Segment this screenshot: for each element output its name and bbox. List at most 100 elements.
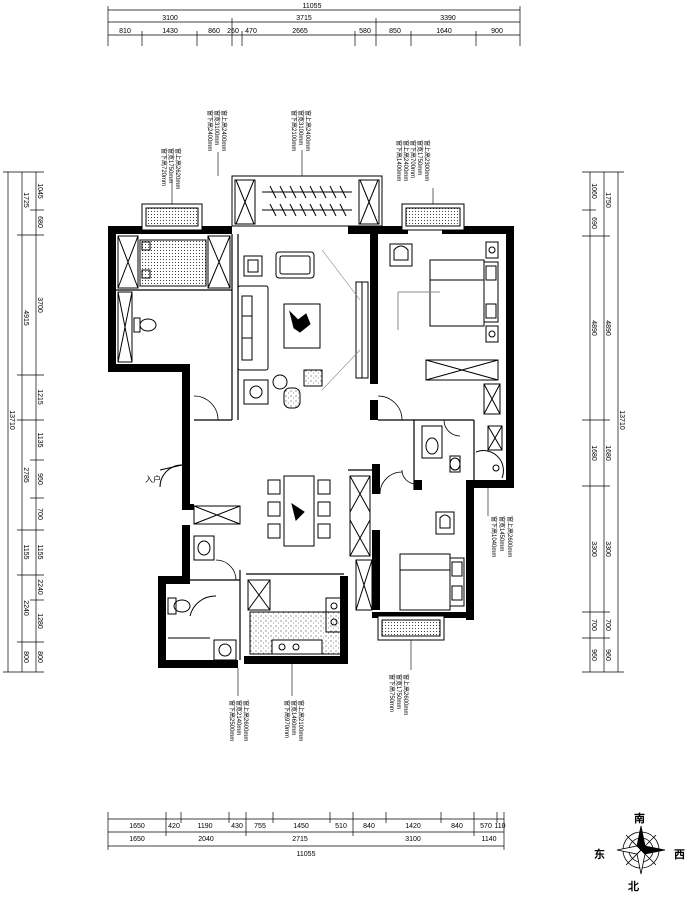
bottom-dim-10: 840 <box>451 823 463 830</box>
bottom-dim-9: 1420 <box>405 823 421 830</box>
dining-cabinet <box>349 475 371 557</box>
window-note-5-line-1: 窗上高2600mm <box>506 516 514 557</box>
top-dim-sub-2: 1430 <box>162 28 178 35</box>
bottom-dim-11: 570 <box>480 823 492 830</box>
left-dimensions <box>3 171 44 673</box>
bedside-left <box>485 241 499 343</box>
window-note-5-line-2: 窗宽1450mm <box>498 516 506 551</box>
compass-north-1: 北 <box>628 879 639 893</box>
right-dim-sub-5: 3300 <box>590 541 597 557</box>
right-dim-sub-1: 1060 <box>590 183 597 199</box>
top-dimensions <box>107 6 521 46</box>
bottom-total-dim: 11055 <box>297 851 316 858</box>
left-dim-3: 2785 <box>22 467 29 483</box>
left-dim-2: 4915 <box>22 310 29 326</box>
window-note-3-line-2: 窗宽3100mm <box>297 110 305 145</box>
bay-window-bottom-right <box>377 615 445 641</box>
interior-walls <box>116 234 475 660</box>
left-dim-sub-2: 680 <box>36 216 43 228</box>
window-note-6-line-3: 窗下高750mm <box>388 674 396 712</box>
left-dim-sub-11: 800 <box>36 651 43 663</box>
bathtub <box>117 235 231 289</box>
entrance-door <box>159 464 183 488</box>
dining-table <box>267 475 331 547</box>
compass-east: 东 <box>594 847 605 861</box>
window-note-1-line-1: 窗上高2620mm <box>174 148 182 189</box>
bay-window-top-right <box>401 203 465 231</box>
right-dim-2: 4890 <box>604 320 611 336</box>
bottom-dimensions <box>107 812 505 850</box>
armchair-top <box>275 251 315 279</box>
window-note-4-line-3: 窗下高700mm <box>409 140 417 178</box>
top-dim-sub-1: 810 <box>119 28 131 35</box>
left-dim-sub-5: 1135 <box>36 432 43 447</box>
wardrobe-second <box>355 511 455 611</box>
bottom-dim-4: 430 <box>231 823 243 830</box>
compass-west: 西 <box>674 848 685 861</box>
bottom-dim-1: 1650 <box>129 823 145 830</box>
right-dim-sub-3: 4890 <box>590 320 597 336</box>
bottom-dim-7: 510 <box>335 823 347 830</box>
kitchen <box>247 579 345 655</box>
right-dim-sub-6: 700 <box>590 619 597 631</box>
top-dim-3: 3390 <box>440 15 456 22</box>
top-dim-sub-6: 2665 <box>292 28 308 35</box>
top-total-dim: 11055 <box>303 3 322 10</box>
window-note-7-line-1: 窗上高2600mm <box>242 700 250 741</box>
wardrobe-master <box>425 359 501 415</box>
bottom-dim-sub-2: 2040 <box>198 836 214 843</box>
exterior-walls <box>108 226 514 668</box>
window-note-1-line-3: 窗下高720mm <box>160 148 168 186</box>
toilet-left <box>133 317 157 333</box>
left-dim-sub-9: 2240 <box>36 579 43 595</box>
right-dim-3: 1680 <box>604 445 611 461</box>
right-dim-1: 1750 <box>604 192 611 208</box>
bottom-dim-12: 110 <box>494 823 505 830</box>
top-dim-sub-3: 860 <box>208 28 220 35</box>
shoe-cabinet <box>193 505 241 525</box>
bottom-dim-8: 840 <box>363 823 375 830</box>
window-note-2-line-3: 窗下高2400mm <box>206 110 214 151</box>
right-dim-6: 960 <box>604 649 611 661</box>
right-dim-sub-7: 960 <box>590 649 597 661</box>
round-table-chairs <box>243 369 323 409</box>
wardrobe-left <box>117 291 133 363</box>
sofa <box>237 285 269 371</box>
left-dim-sub-8: 1155 <box>36 544 43 559</box>
window-note-5-line-3: 窗下高1040mm <box>490 516 498 557</box>
window-note-8-line-1: 窗上高2100mm <box>297 700 305 741</box>
right-total-dim: 13710 <box>618 410 625 430</box>
window-note-4-line-2: 窗宽1750mm <box>416 140 424 175</box>
right-dim-sub-4: 1680 <box>590 445 597 461</box>
entrance-label: 入户 <box>145 474 161 484</box>
left-dim-5: 2240 <box>22 600 29 616</box>
bottom-dim-sub-4: 3100 <box>405 836 421 843</box>
bottom-dim-sub-1: 1650 <box>129 836 145 843</box>
left-dim-sub-6: 950 <box>36 473 43 485</box>
window-note-4-line-1: 窗上高2300mm <box>423 140 431 181</box>
bottom-dim-sub-3: 2715 <box>292 836 308 843</box>
bottom-dim-3: 1190 <box>197 823 212 830</box>
top-dim-sub-8: 850 <box>389 28 401 35</box>
left-dim-sub-1: 1045 <box>36 183 43 199</box>
bottom-dim-6: 1450 <box>293 823 309 830</box>
left-dim-sub-10: 1280 <box>36 613 43 629</box>
window-note-3-line-1: 窗上高2400mm <box>304 110 312 151</box>
top-dim-sub-4: 260 <box>227 28 239 35</box>
bottom-dim-sub-5: 1140 <box>481 836 496 843</box>
window-note-2-line-2: 窗宽3100mm <box>213 110 221 145</box>
window-note-8-line-3: 窗下高970mm <box>283 700 291 738</box>
left-dim-sub-4: 1215 <box>36 389 43 405</box>
note-leaders <box>171 150 489 696</box>
top-dim-sub-10: 900 <box>491 28 503 35</box>
window-note-4-line-5: 窗下高1400mm <box>395 140 403 181</box>
top-dim-2: 3715 <box>296 15 312 22</box>
right-dim-5: 700 <box>604 619 611 631</box>
window-note-6-line-1: 窗上高2600mm <box>402 674 410 715</box>
window-note-7-line-3: 窗下高2500mm <box>228 700 236 741</box>
bottom-dim-5: 755 <box>254 823 266 830</box>
window-note-8-line-2: 窗宽1460mm <box>290 700 298 735</box>
wall-unit-right <box>355 281 369 379</box>
tv-cabinet <box>243 255 263 277</box>
window-note-2-line-1: 窗上高2400mm <box>220 110 228 151</box>
